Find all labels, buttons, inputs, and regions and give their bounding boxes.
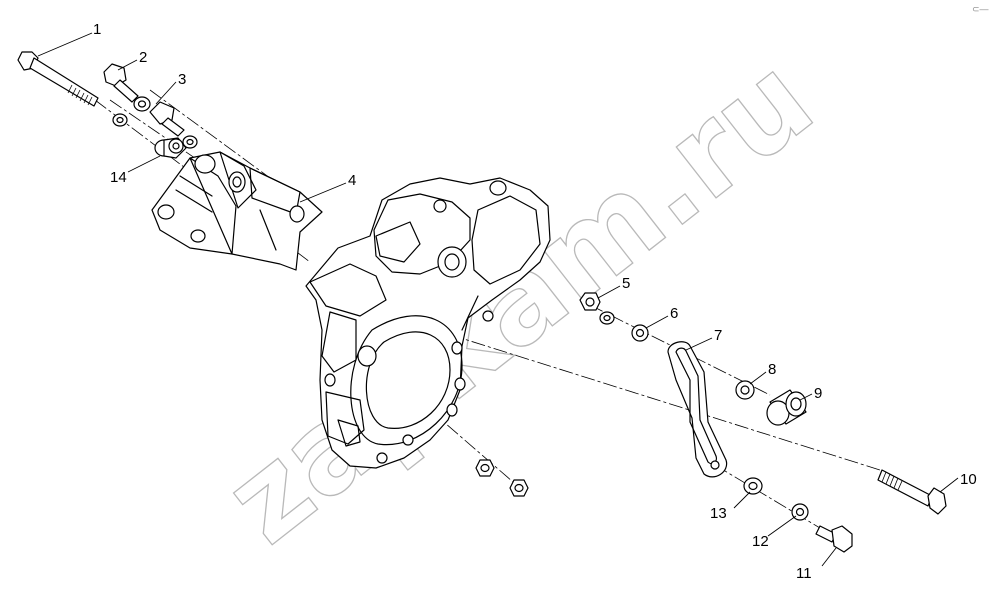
part-1-long-bolt — [17, 51, 99, 107]
callout-leaders — [37, 32, 959, 567]
callout-12: 12 — [752, 533, 769, 550]
part-3-bolt — [133, 96, 185, 137]
part-7-slotted-strap — [667, 341, 728, 478]
callout-1: 1 — [93, 21, 101, 38]
part-6-washer — [631, 324, 649, 342]
callout-11: 11 — [796, 565, 812, 582]
part-14-bushing — [154, 137, 187, 159]
callout-3: 3 — [178, 71, 186, 88]
callout-5: 5 — [622, 275, 630, 292]
callout-4: 4 — [348, 172, 356, 189]
callout-13: 13 — [710, 505, 727, 522]
main-housing — [305, 177, 551, 469]
part-4-bracket — [151, 151, 323, 271]
callout-6: 6 — [670, 305, 678, 322]
callout-14: 14 — [110, 169, 127, 186]
part-9-spacer-sleeve — [766, 389, 807, 426]
part-13-washer — [743, 477, 763, 495]
callout-7: 7 — [714, 327, 722, 344]
washer-small-right — [182, 135, 198, 149]
nut-lower-2 — [509, 479, 529, 497]
callout-labels: 1 2 3 4 5 6 7 8 9 10 11 12 13 14 — [93, 21, 977, 582]
callout-10: 10 — [960, 471, 977, 488]
callout-8: 8 — [768, 361, 776, 378]
part-10-bolt — [877, 469, 947, 515]
part-11-short-bolt — [815, 525, 853, 553]
nut-lower-1 — [475, 459, 495, 477]
part-12-washer — [791, 503, 809, 521]
corner-mark: ⊂— — [972, 4, 989, 14]
callout-2: 2 — [139, 49, 147, 66]
part-2-short-bolt — [103, 63, 139, 103]
part-5-nut — [579, 292, 615, 325]
callout-9: 9 — [814, 385, 822, 402]
part-8-washer — [735, 380, 755, 400]
washer-small-left — [112, 113, 128, 127]
